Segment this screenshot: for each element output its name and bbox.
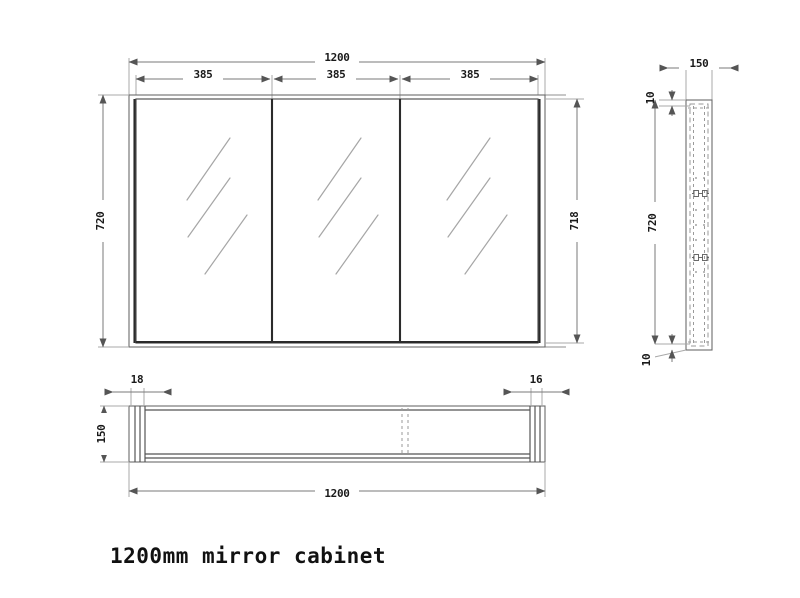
dim-side-height: 720 <box>646 99 660 345</box>
dim-label-door-2: 385 <box>327 68 346 81</box>
dim-side-top-offset: 10 <box>644 84 690 116</box>
dim-side-bottom-offset: 10 <box>640 334 690 376</box>
dim-front-door-widths: 385 385 385 <box>135 67 539 83</box>
dim-label-left-thickness: 18 <box>131 373 144 386</box>
hardware-marker-upper <box>692 190 709 197</box>
mirror-reflection-door-3 <box>446 137 508 275</box>
dim-label-height-right: 718 <box>568 212 581 231</box>
dim-label-overall-width-front: 1200 <box>324 51 349 64</box>
dim-label-side-bottom-offset: 10 <box>640 354 653 367</box>
dim-front-overall-width: 1200 <box>128 50 546 66</box>
plan-section-group: 18 16 150 <box>95 371 570 501</box>
dim-label-right-thickness: 16 <box>530 373 543 386</box>
dim-side-depth: 150 <box>659 56 739 72</box>
shelf-pin-holes <box>695 177 705 273</box>
dim-label-side-depth: 150 <box>690 57 709 70</box>
dim-front-height-left: 720 <box>94 94 129 348</box>
dim-label-side-height: 720 <box>646 214 659 233</box>
drawing-title: 1200mm mirror cabinet <box>110 544 386 568</box>
hardware-marker-lower <box>692 254 709 261</box>
dim-plan-depth: 150 <box>95 405 129 463</box>
dim-front-height-right: 718 <box>545 98 584 344</box>
side-section-group: 150 <box>640 56 739 376</box>
dim-plan-overall-width: 1200 <box>128 486 546 501</box>
dim-label-height-left: 720 <box>94 212 107 231</box>
mirror-reflection-door-2 <box>317 137 379 275</box>
dim-plan-left-thickness: 18 <box>104 371 172 396</box>
dim-label-overall-width-plan: 1200 <box>324 487 349 500</box>
dim-plan-right-thickness: 16 <box>503 371 570 396</box>
dim-label-door-1: 385 <box>194 68 213 81</box>
dim-label-door-3: 385 <box>461 68 480 81</box>
front-elevation-group: 1200 385 385 385 <box>94 50 584 348</box>
mirror-reflection-door-1 <box>186 137 248 275</box>
dim-label-plan-depth: 150 <box>95 425 108 444</box>
